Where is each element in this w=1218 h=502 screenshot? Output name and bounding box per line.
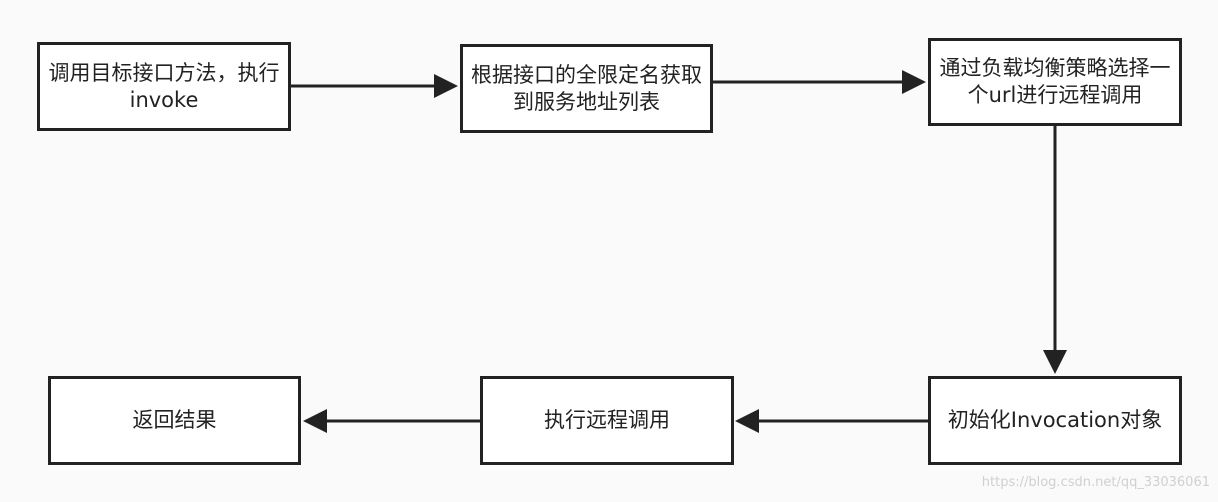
flow-node-invoke: 调用目标接口方法，执行invoke — [37, 42, 291, 131]
watermark-text: https://blog.csdn.net/qq_33036061 — [981, 475, 1210, 490]
flow-node-load-balance: 通过负载均衡策略选择一个url进行远程调用 — [928, 38, 1182, 126]
flow-node-init-invocation: 初始化Invocation对象 — [928, 376, 1182, 465]
flow-node-get-address-list: 根据接口的全限定名获取到服务地址列表 — [460, 44, 713, 133]
flow-node-remote-call: 执行远程调用 — [480, 376, 734, 465]
flow-node-return-result: 返回结果 — [48, 376, 301, 465]
